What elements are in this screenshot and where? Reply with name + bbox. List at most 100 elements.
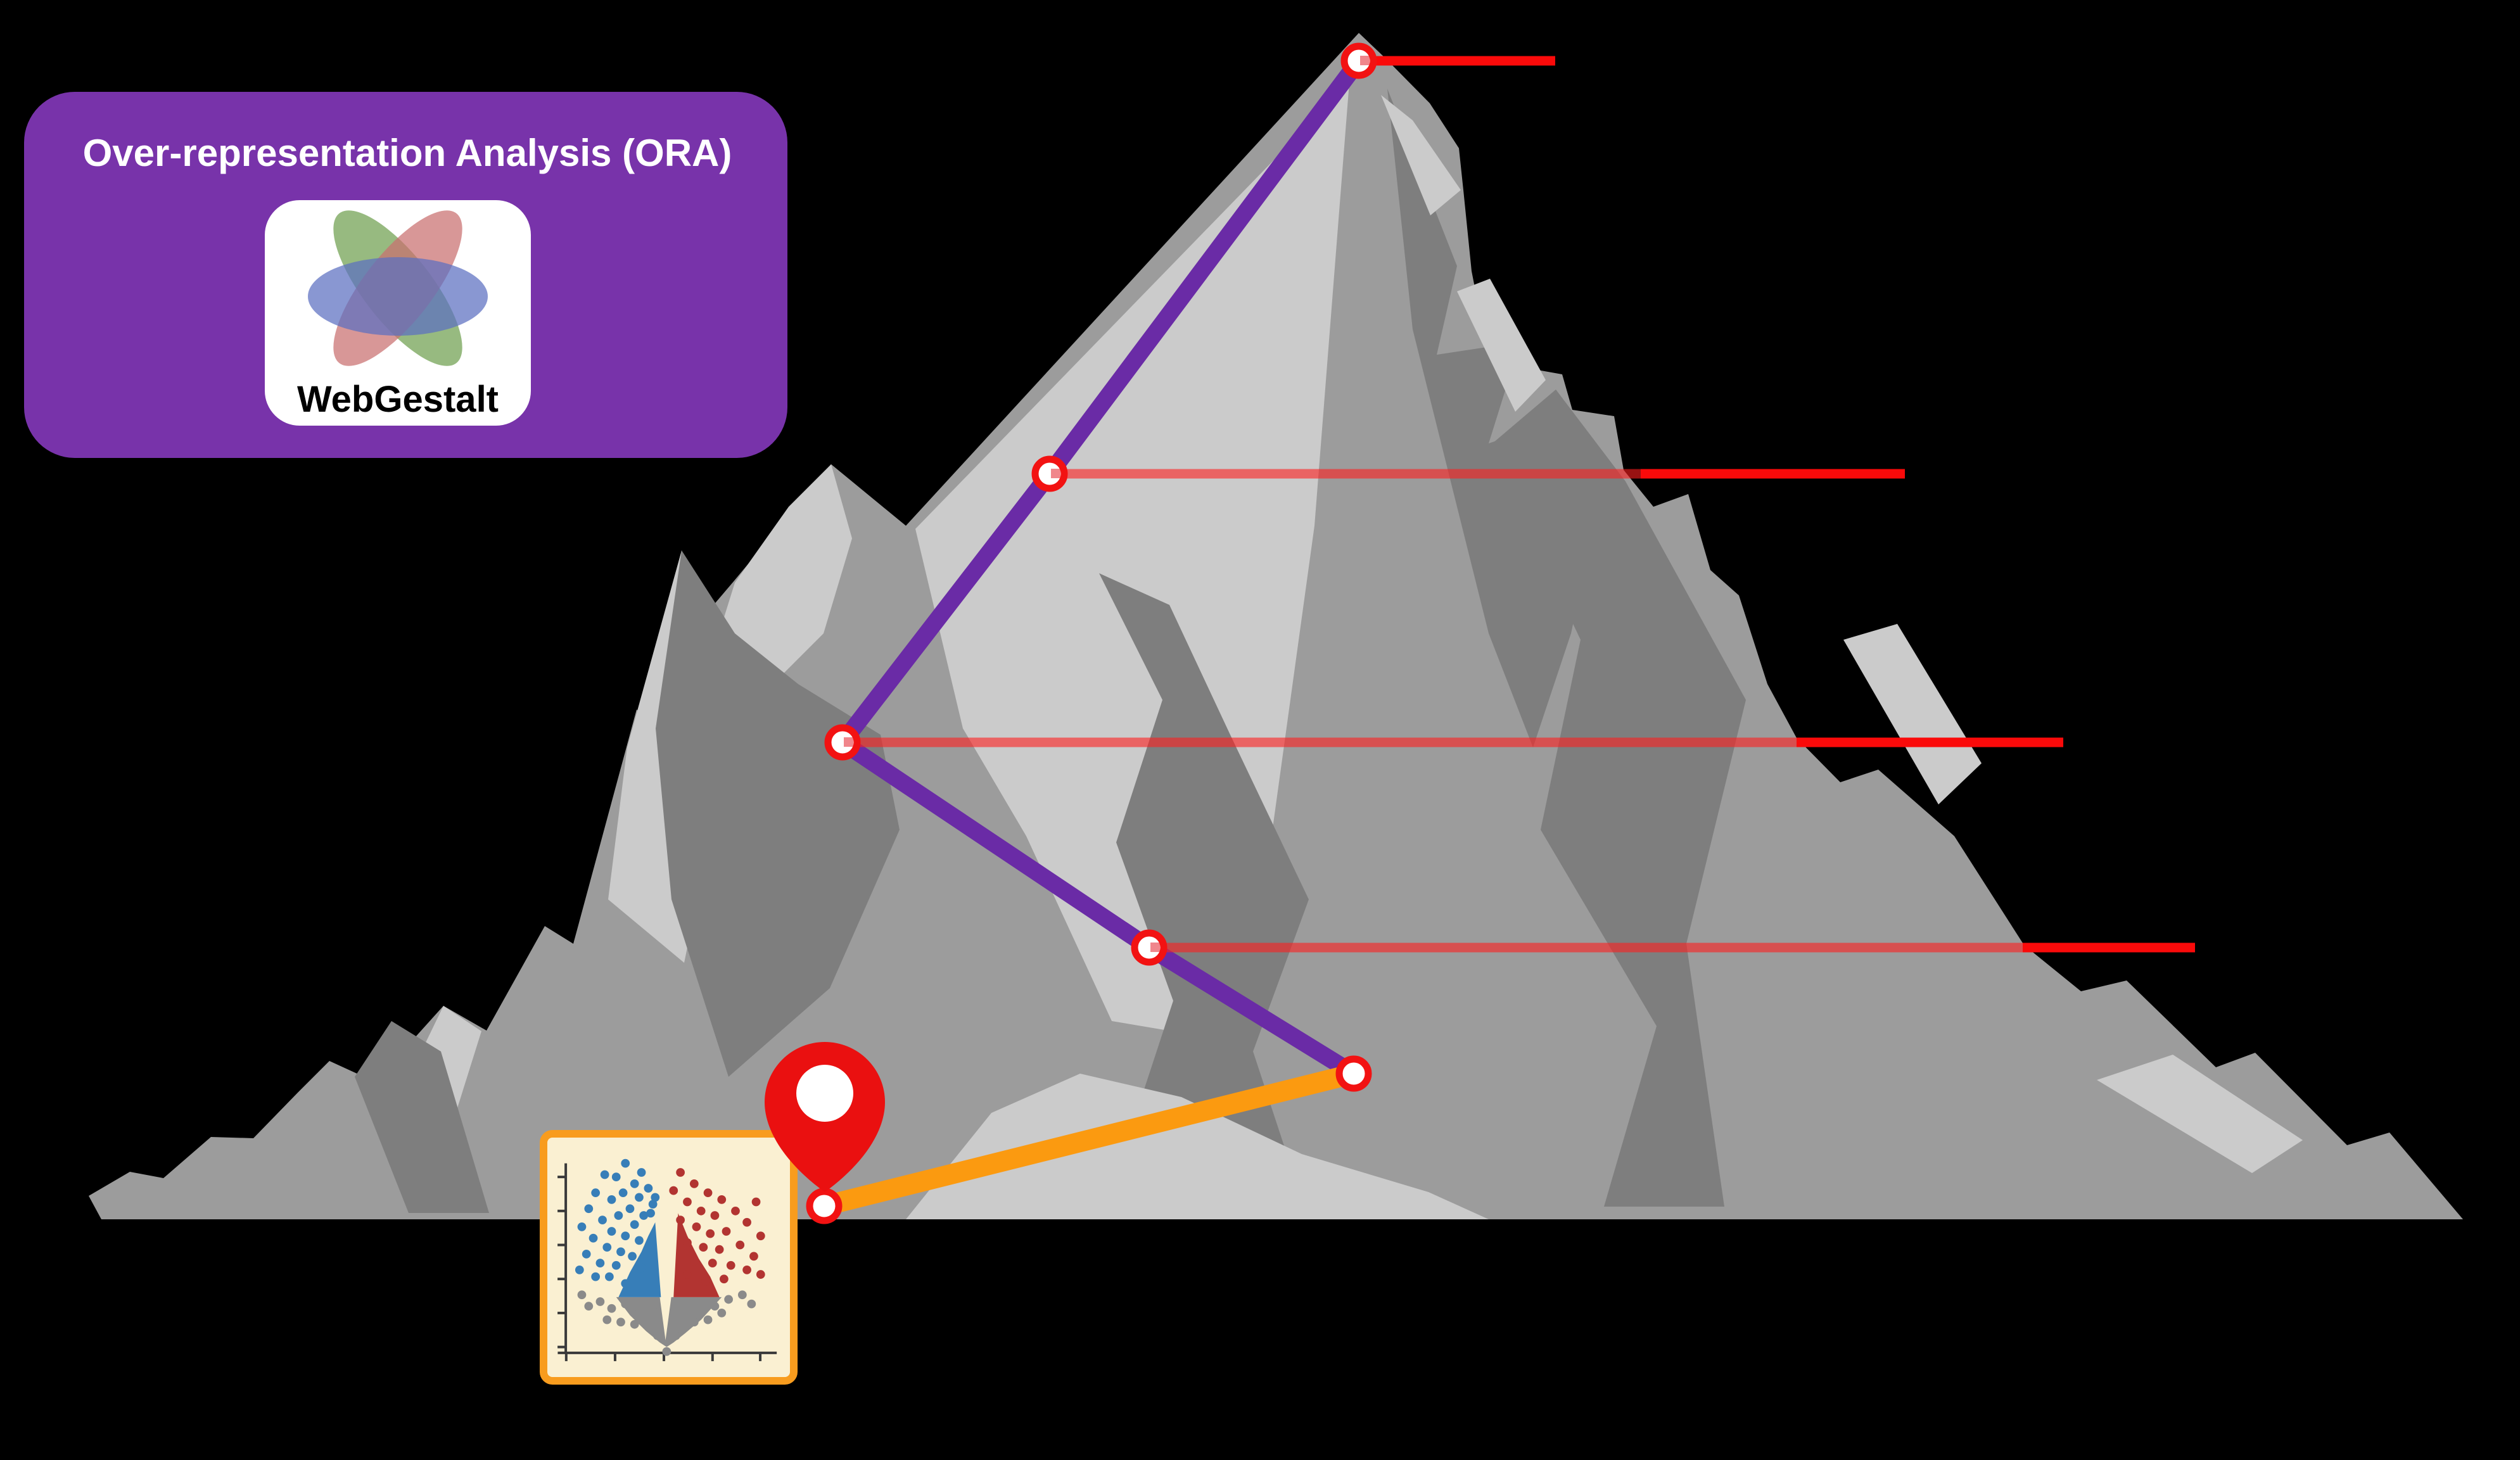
volcano-blue-point	[635, 1236, 644, 1245]
ora-badge-title: Over-representation Analysis (ORA)	[83, 132, 732, 174]
volcano-red-point	[756, 1270, 765, 1279]
route-marker-line-notch	[1360, 56, 1370, 65]
volcano-gray-point	[616, 1317, 625, 1327]
volcano-blue-point	[630, 1220, 639, 1229]
volcano-gray-point	[689, 1317, 699, 1327]
volcano-blue-point	[648, 1200, 658, 1209]
logo-ellipse-3	[308, 257, 488, 336]
volcano-gray-point	[747, 1299, 756, 1309]
volcano-red-point	[710, 1211, 720, 1220]
volcano-red-point	[689, 1256, 699, 1266]
volcano-blue-point	[621, 1231, 630, 1241]
mountain-shadow-left-crevice	[355, 1021, 489, 1213]
volcano-gray-point	[584, 1302, 594, 1311]
ora-badge: Over-representation Analysis (ORA) WebGe…	[24, 92, 787, 458]
volcano-gray-point	[653, 1331, 662, 1340]
volcano-gray-point	[648, 1302, 658, 1311]
volcano-gray-point	[621, 1299, 630, 1309]
webgestalt-logo-icon	[308, 210, 488, 366]
volcano-gray-point	[662, 1347, 671, 1356]
route-marker-fill	[1135, 933, 1164, 962]
mountain-shadow-right-band	[1489, 390, 1746, 1207]
route-marker-line-notch	[1150, 943, 1160, 952]
volcano-blue-point	[621, 1158, 630, 1168]
route-marker-fill	[1035, 459, 1064, 488]
volcano-blue-point	[614, 1211, 623, 1220]
route-marker-6	[806, 1188, 843, 1224]
volcano-blue-point	[600, 1170, 609, 1179]
route-marker-2	[1031, 455, 1068, 492]
volcano-blue-point	[637, 1168, 646, 1177]
volcano-gray-point	[703, 1315, 713, 1324]
mountain-shadow-under-left-peak	[656, 550, 900, 1077]
volcano-blue-wedge	[618, 1222, 661, 1297]
volcano-red-point	[749, 1252, 758, 1261]
volcano-red-point	[676, 1216, 685, 1225]
volcano-blue-point	[630, 1179, 639, 1188]
mountain-foreground-hump	[906, 1074, 1489, 1219]
route-marker-ring	[1335, 1055, 1372, 1092]
volcano-blue-point	[595, 1259, 605, 1268]
mountain-light-patch-right	[1843, 624, 1982, 804]
volcano-blue-point	[607, 1227, 616, 1236]
route-marker-4	[1131, 929, 1168, 966]
volcano-red-point	[751, 1197, 761, 1207]
volcano-blue-point	[639, 1211, 649, 1220]
volcano-blue-point	[591, 1272, 601, 1281]
volcano-blue-point	[584, 1204, 594, 1214]
volcano-red-point	[722, 1227, 731, 1236]
volcano-blue-point	[621, 1279, 630, 1288]
volcano-gray-point	[676, 1319, 685, 1329]
route-marker-ring	[1031, 455, 1068, 492]
volcano-blue-point	[628, 1252, 637, 1261]
volcano-gray-point	[607, 1304, 616, 1313]
webgestalt-logo-label: WebGestalt	[297, 379, 499, 420]
volcano-red-point	[692, 1222, 701, 1231]
volcano-red-point	[699, 1243, 708, 1252]
volcano-plot-thumbnail	[540, 1130, 798, 1385]
pin-hole	[796, 1065, 853, 1122]
volcano-blue-point	[611, 1260, 621, 1270]
volcano-blue-point	[618, 1188, 628, 1198]
volcano-blue-point	[625, 1204, 635, 1214]
volcano-red-point	[703, 1188, 713, 1198]
volcano-blue-point	[605, 1272, 614, 1281]
volcano-gray-point	[577, 1290, 587, 1300]
route-marker-ring	[1340, 42, 1377, 79]
volcano-blue-point	[611, 1172, 621, 1181]
volcano-red-point	[715, 1245, 724, 1254]
volcano-blue-point	[651, 1193, 660, 1202]
mountain-snow-streak-a	[1381, 95, 1461, 215]
volcano-blue-point	[607, 1195, 616, 1204]
volcano-red-point	[731, 1206, 740, 1216]
volcano-red-point	[706, 1229, 715, 1238]
volcano-gray-point	[595, 1297, 605, 1306]
volcano-red-point	[701, 1276, 710, 1286]
volcano-red-point	[735, 1240, 745, 1250]
volcano-red-point	[742, 1266, 751, 1274]
volcano-red-point	[676, 1168, 685, 1177]
volcano-red-point	[683, 1238, 692, 1247]
volcano-red-point	[683, 1270, 692, 1279]
volcano-gray-point	[696, 1297, 706, 1306]
volcano-red-point	[669, 1186, 678, 1195]
volcano-gray-point	[724, 1295, 733, 1304]
mountain-illustration	[89, 33, 2463, 1219]
route-marker-line-notch	[844, 737, 853, 747]
volcano-red-point	[717, 1195, 727, 1204]
volcano-blue-point	[644, 1184, 653, 1193]
mountain-snow-streak-b	[1457, 279, 1546, 412]
volcano-blue-point	[602, 1243, 612, 1252]
volcano-red-point	[742, 1217, 751, 1227]
volcano-red-point	[683, 1197, 692, 1207]
volcano-blue-point	[637, 1263, 646, 1273]
route-marker-line-notch	[1051, 469, 1060, 478]
volcano-blue-point	[616, 1247, 625, 1257]
volcano-blue-point	[646, 1209, 655, 1218]
route-marker-fill	[1344, 46, 1373, 75]
volcano-red-point	[726, 1260, 735, 1270]
route-marker-fill	[828, 728, 857, 757]
volcano-gray-point	[737, 1290, 747, 1300]
volcano-gray-point	[635, 1304, 644, 1313]
volcano-blue-point	[635, 1193, 644, 1202]
